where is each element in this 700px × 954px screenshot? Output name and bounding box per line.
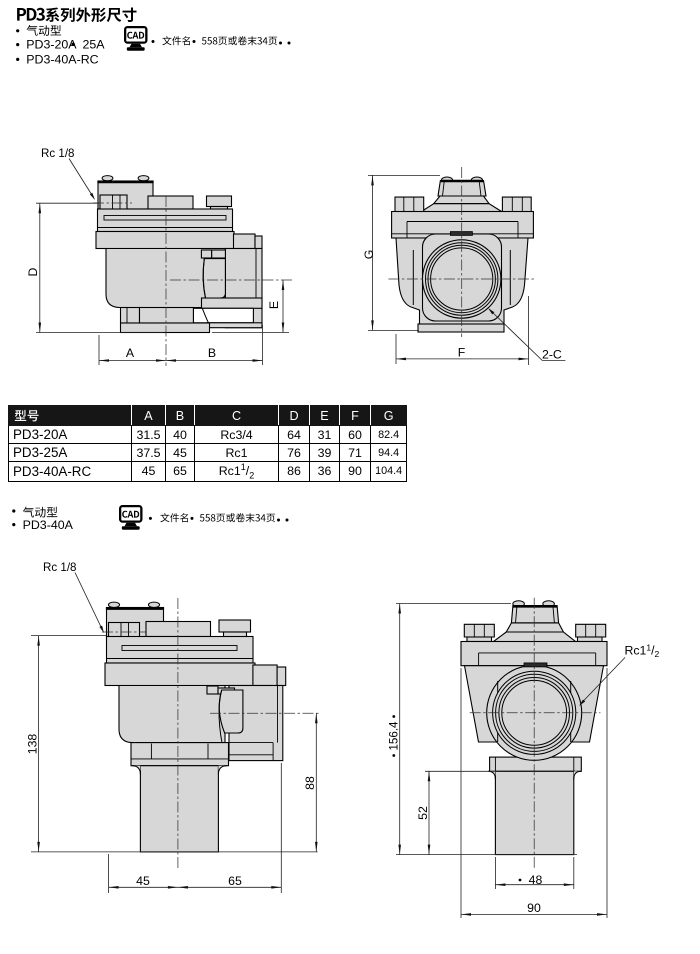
svg-text:90: 90 [527, 901, 541, 915]
svg-text:PD3-40A: PD3-40A [23, 518, 74, 532]
svg-text:B: B [208, 346, 216, 360]
svg-text:D: D [26, 267, 40, 276]
svg-text:88: 88 [303, 776, 317, 790]
svg-text:E: E [267, 301, 281, 309]
svg-text:45: 45 [136, 874, 150, 888]
svg-text:48: 48 [529, 873, 543, 887]
svg-text:PD3-40A-RC: PD3-40A-RC [26, 52, 98, 66]
svg-text:138: 138 [26, 734, 40, 755]
svg-text:PD3-20A: PD3-20A [26, 37, 77, 51]
svg-text:156.4: 156.4 [388, 721, 401, 751]
svg-text:Rc11/2: Rc11/2 [625, 643, 660, 660]
svg-text:A: A [126, 346, 135, 360]
svg-text:25A: 25A [83, 37, 106, 51]
svg-text:65: 65 [228, 874, 242, 888]
svg-text:2-C: 2-C [542, 348, 562, 362]
svg-text:Rc 1/8: Rc 1/8 [43, 561, 77, 574]
svg-text:52: 52 [416, 806, 430, 820]
svg-text:G: G [362, 250, 376, 260]
svg-text:F: F [458, 346, 466, 360]
svg-text:Rc 1/8: Rc 1/8 [41, 147, 75, 160]
